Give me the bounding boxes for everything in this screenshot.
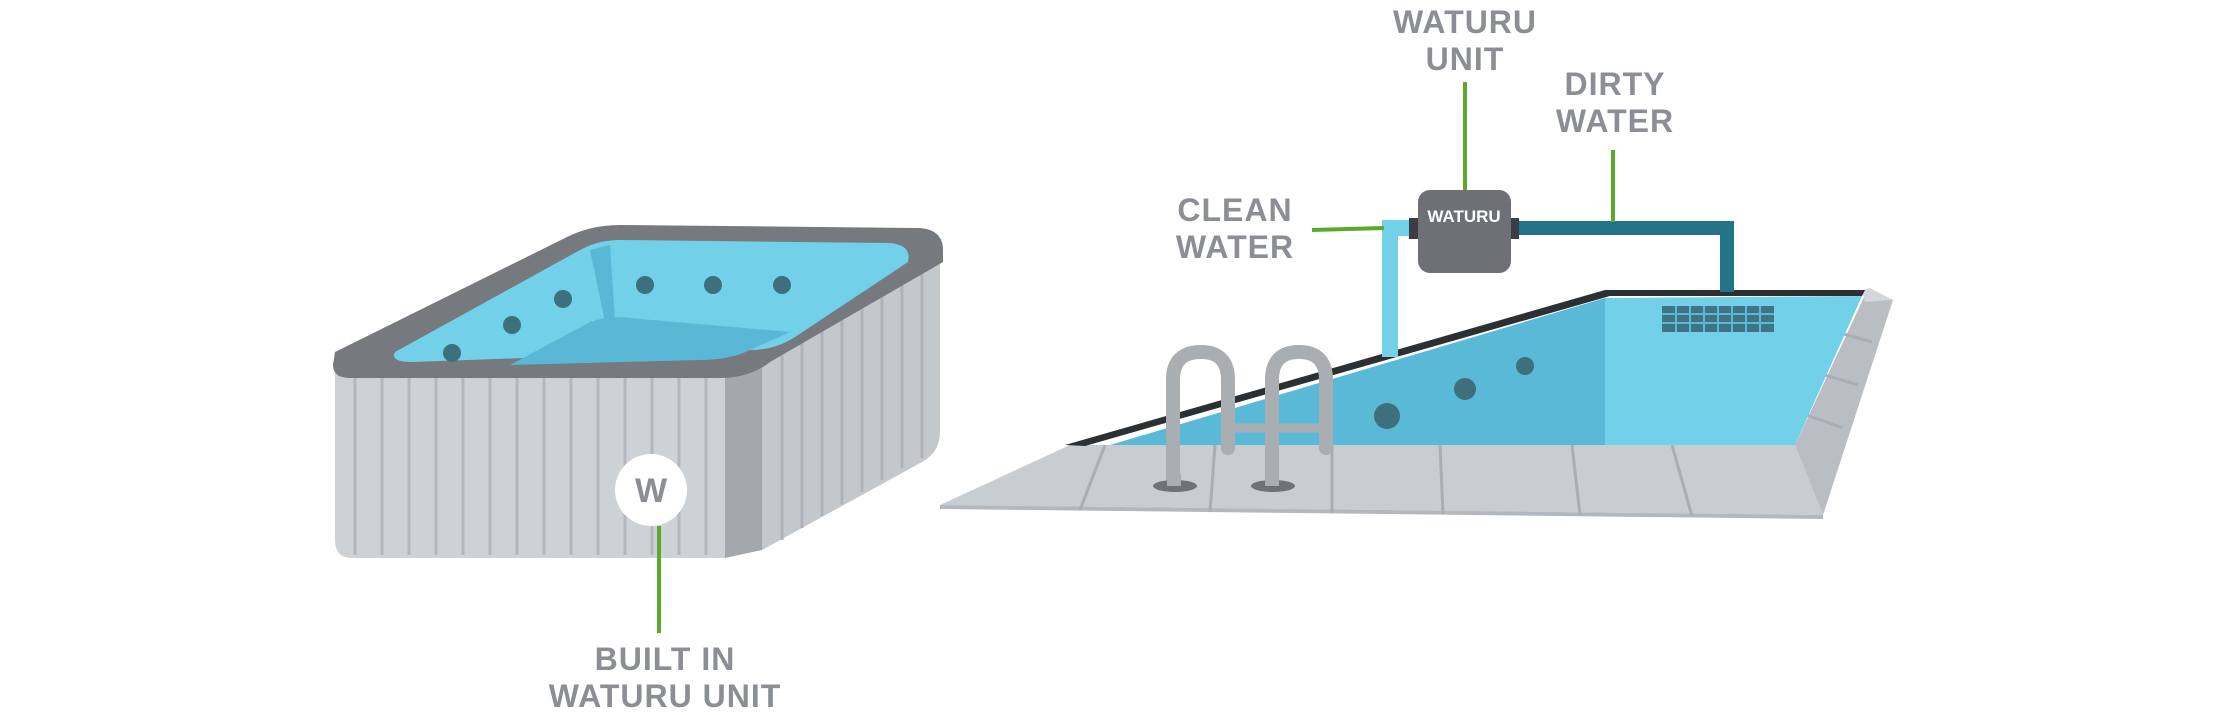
pool-water [1605, 296, 1862, 445]
clean-water-label-line2: WATER [1175, 229, 1295, 265]
pool-ladder [1166, 344, 1333, 487]
pool-jets [1374, 357, 1534, 429]
hot-tub-jet [443, 344, 461, 362]
dirty-water-label-line2: WATER [1555, 103, 1675, 139]
hot-tub-back-shading [590, 245, 615, 322]
hot-tub-side-ribs [780, 268, 924, 540]
hot-tub-jet [503, 316, 521, 334]
clean-water-leader-line [1311, 226, 1385, 232]
waturu-unit-label-line2: UNIT [1425, 41, 1505, 77]
waturu-unit-box [1418, 190, 1511, 273]
pool-jet [1454, 378, 1476, 400]
pool [940, 288, 1893, 519]
ladder-post [1265, 474, 1279, 486]
plumbing: WATURU [1382, 190, 1734, 357]
dirty-water-pipe [1510, 221, 1734, 292]
hot-tub-seat-shading [510, 317, 790, 365]
hot-tub-corner-strip [725, 362, 762, 558]
pool-deck-front [940, 445, 1823, 515]
pool-deck-back [1862, 288, 1893, 302]
hot-tub-side-panel [762, 252, 940, 550]
waturu-unit-label: WATURU UNIT [1380, 4, 1550, 78]
dirty-water-label: DIRTY WATER [1535, 66, 1695, 140]
waturu-unit-box-text: WATURU [1427, 207, 1500, 226]
ladder-post [1167, 474, 1181, 486]
pool-deck-side [1795, 295, 1893, 515]
pool-jet [1374, 403, 1400, 429]
hot-tub-front-ribs [353, 370, 708, 555]
badge-letter: W [635, 472, 668, 510]
pool-drain-grate [1662, 306, 1774, 332]
built-in-unit-label-line2: WATURU UNIT [548, 678, 782, 714]
hot-tub-jet [554, 290, 572, 308]
hot-tub-jets [443, 276, 791, 362]
hot-tub-jet [704, 276, 722, 294]
leader-lines [1311, 82, 1615, 232]
hot-tub-jet [773, 276, 791, 294]
waturu-unit-label-line1: WATURU [1392, 4, 1538, 40]
built-in-unit-badge [615, 454, 687, 526]
built-in-unit-label-line1: BUILT IN [594, 641, 736, 677]
dirty-water-label-line1: DIRTY [1564, 66, 1666, 102]
hot-tub: W [333, 225, 943, 633]
hot-tub-jet [636, 276, 654, 294]
built-in-unit-label: BUILT IN WATURU UNIT [505, 641, 825, 715]
pool-deck-front-edge [940, 505, 1823, 519]
pool-jet [1516, 357, 1534, 375]
clean-water-label-line1: CLEAN [1177, 192, 1293, 228]
clean-water-pipe [1382, 220, 1420, 357]
clean-water-label: CLEAN WATER [1155, 192, 1315, 266]
